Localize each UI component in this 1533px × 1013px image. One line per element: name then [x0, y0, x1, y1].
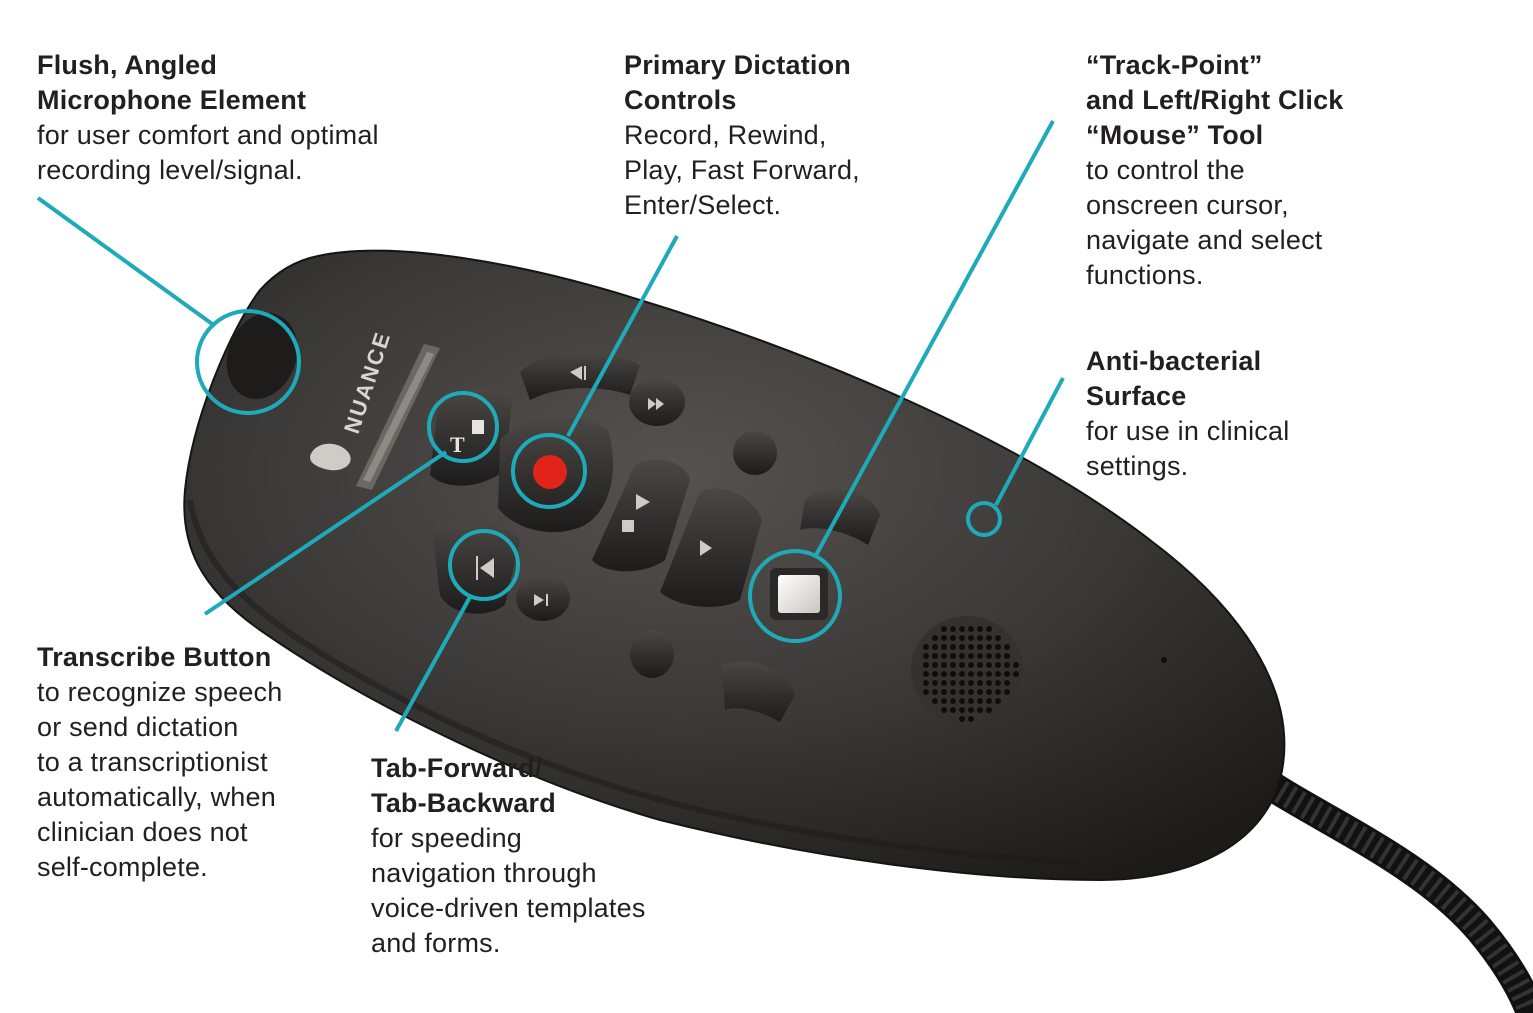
cable [1240, 760, 1533, 1013]
callout-desc: to recognize speech [37, 677, 283, 707]
speaker-grille-icon [911, 616, 1023, 724]
tab-backward-icon [476, 556, 494, 580]
callout-tab: Tab-Forward/ Tab-Backward for speeding n… [371, 751, 646, 961]
callout-desc: Record, Rewind, [624, 120, 827, 150]
callout-desc: to control the [1086, 155, 1245, 185]
callout-desc: self-complete. [37, 852, 208, 882]
callout-title: Controls [624, 85, 737, 115]
leader-tab [394, 596, 472, 732]
callout-title: Flush, Angled [37, 50, 218, 80]
button-right-click[interactable] [800, 489, 880, 545]
callout-desc: functions. [1086, 260, 1204, 290]
fast-forward-icon [648, 398, 664, 410]
nuance-logo-icon [310, 443, 351, 471]
callout-desc: navigate and select [1086, 225, 1323, 255]
callout-title: Primary Dictation [624, 50, 851, 80]
callout-antibacterial: Anti-bacterial Surface for use in clinic… [1086, 344, 1289, 484]
callout-desc: automatically, when [37, 782, 276, 812]
callout-desc: for use in clinical [1086, 416, 1290, 446]
callout-desc: for speeding [371, 823, 523, 853]
callout-title: Surface [1086, 381, 1187, 411]
callout-desc: Play, Fast Forward, [624, 155, 860, 185]
callout-desc: to a transcriptionist [37, 747, 268, 777]
callout-desc: voice-driven templates [371, 893, 646, 923]
callout-title: Tab-Backward [371, 788, 556, 818]
callout-desc: Enter/Select. [624, 190, 782, 220]
status-led [1161, 657, 1167, 663]
callout-desc: settings. [1086, 451, 1189, 481]
button-record[interactable] [498, 417, 614, 533]
play-stop-icon [622, 494, 650, 532]
callout-desc: onscreen cursor, [1086, 190, 1289, 220]
callout-desc: or send dictation [37, 712, 239, 742]
ring-transcribe [427, 391, 499, 463]
button-left-click[interactable] [722, 661, 795, 722]
callout-trackpoint: “Track-Point” and Left/Right Click “Mous… [1086, 48, 1344, 293]
callout-desc: recording level/signal. [37, 155, 303, 185]
callout-dictation: Primary Dictation Controls Record, Rewin… [624, 48, 860, 223]
ring-microphone [195, 309, 301, 415]
callout-desc: for user comfort and optimal [37, 120, 379, 150]
trackpoint-icon [778, 575, 820, 613]
microphone-element [226, 313, 298, 399]
callout-desc: and forms. [371, 928, 501, 958]
record-icon [533, 455, 567, 489]
leader-microphone [36, 196, 217, 328]
tab-forward-icon [534, 594, 548, 606]
microphone-device: NUANCE T [183, 249, 1286, 882]
button-transcribe[interactable]: T [430, 389, 512, 486]
leader-trackpoint [813, 120, 1055, 558]
button-small-bottom[interactable] [630, 630, 674, 678]
leader-dictation [566, 235, 679, 437]
button-small-top[interactable] [733, 431, 777, 475]
callout-title: “Track-Point” [1086, 50, 1263, 80]
callout-leaders [36, 120, 1065, 732]
callout-desc: navigation through [371, 858, 597, 888]
callout-title: Anti-bacterial [1086, 346, 1262, 376]
leader-antibacterial [994, 377, 1065, 506]
leader-transcribe [203, 450, 448, 616]
callout-title: Tab-Forward/ [371, 753, 543, 783]
ring-trackpoint [748, 549, 842, 643]
button-fast-forward[interactable] [660, 488, 762, 607]
button-play-stop[interactable] [592, 460, 690, 572]
callout-title: and Left/Right Click [1086, 85, 1344, 115]
ring-record [511, 433, 587, 509]
ring-antibacterial [966, 501, 1002, 537]
callout-title: “Mouse” Tool [1086, 120, 1264, 150]
trackpoint[interactable] [770, 568, 828, 620]
rewind-icon [570, 366, 586, 380]
button-fast-forward-small[interactable] [629, 378, 685, 426]
ring-tab [448, 529, 520, 601]
button-tab-backward[interactable] [432, 520, 520, 614]
callout-title: Microphone Element [37, 85, 307, 115]
callout-microphone: Flush, Angled Microphone Element for use… [37, 48, 379, 188]
transcribe-icon: T [450, 432, 465, 457]
callout-transcribe: Transcribe Button to recognize speech or… [37, 640, 282, 885]
callout-desc: clinician does not [37, 817, 248, 847]
button-tab-forward[interactable] [516, 575, 570, 621]
callout-title: Transcribe Button [37, 642, 272, 672]
